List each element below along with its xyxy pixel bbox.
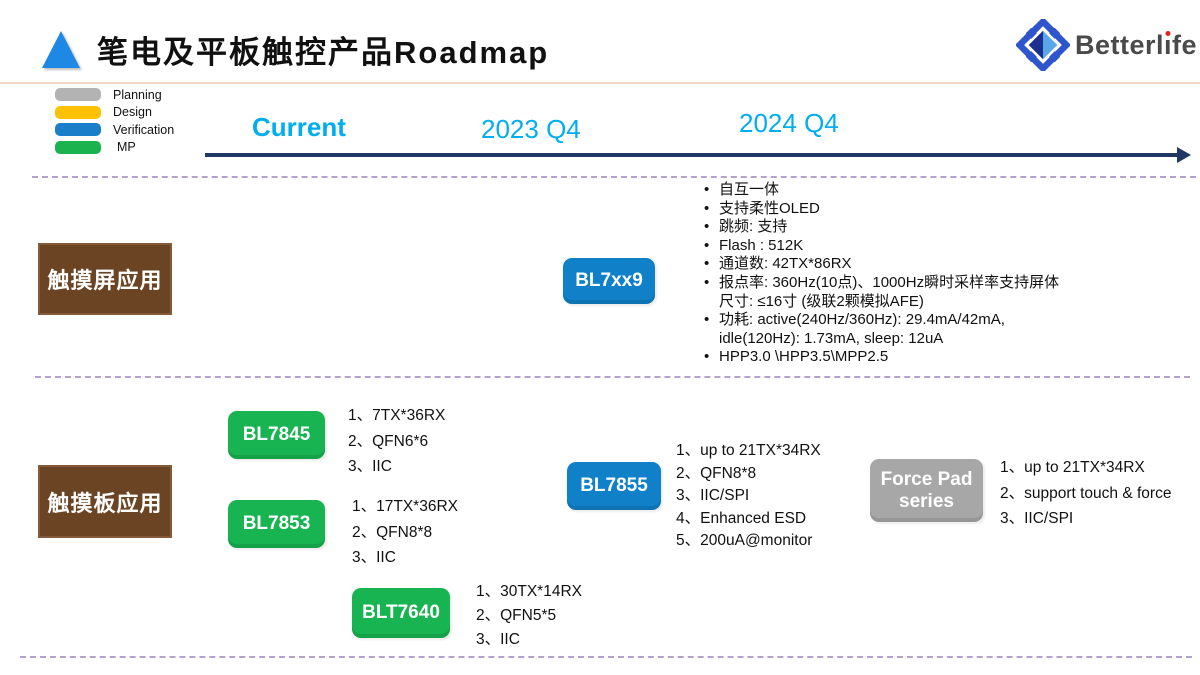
spec-item: 3、IIC: [476, 631, 520, 648]
spec-list-bl7853: 1、17TX*36RX 2、QFN8*8 3、IIC: [352, 494, 458, 571]
legend-label-mp: MP: [117, 140, 136, 154]
brand-logo: Betterlıfe: [1016, 19, 1197, 71]
legend-item-verification: Verification: [55, 122, 175, 137]
spec-item: 1、17TX*36RX: [352, 498, 458, 515]
spec-item: 1、30TX*14RX: [476, 583, 582, 600]
spec-item: 自互一体: [700, 181, 1112, 200]
row-divider-top: [32, 176, 1196, 178]
spec-item: 5、200uA@monitor: [676, 532, 813, 549]
brand-name-suffix: fe: [1172, 29, 1198, 60]
spec-list-force-pad: 1、up to 21TX*34RX 2、support touch & forc…: [1000, 455, 1171, 532]
brand-name: Betterlıfe: [1075, 30, 1197, 61]
brand-name-prefix: Betterl: [1075, 29, 1165, 60]
product-chip-blt7640: BLT7640: [352, 588, 450, 638]
product-chip-bl7853: BL7853: [228, 500, 325, 548]
row-label-touchpad: 触摸板应用: [38, 465, 172, 538]
spec-item: 功耗: active(240Hz/360Hz): 29.4mA/42mA, id…: [700, 311, 1112, 348]
spec-list-bl7845: 1、7TX*36RX 2、QFN6*6 3、IIC: [348, 403, 445, 480]
legend-label-design: Design: [113, 105, 152, 119]
timeline-label-current: Current: [252, 112, 346, 142]
spec-item: Flash : 512K: [700, 237, 1112, 256]
spec-item: 3、IIC/SPI: [1000, 510, 1074, 527]
spec-list-bl7855: 1、up to 21TX*34RX 2、QFN8*8 3、IIC/SPI 4、E…: [676, 440, 821, 553]
spec-item: 支持柔性OLED: [700, 200, 1112, 219]
product-chip-force-pad-series: Force Pad series: [870, 459, 983, 522]
legend-swatch-planning: [55, 88, 101, 101]
spec-item: 2、QFN8*8: [352, 523, 433, 541]
spec-item: 2、support touch & force: [1000, 484, 1172, 502]
timeline-axis-arrow: [205, 147, 1191, 163]
spec-item: 4、Enhanced ESD: [676, 509, 807, 527]
timeline-label-2024-q4: 2024 Q4: [739, 108, 839, 138]
row-divider-bottom: [20, 656, 1192, 658]
spec-item: 3、IIC: [352, 549, 396, 566]
spec-item: 3、IIC: [348, 458, 392, 475]
timeline-label-2023-q4: 2023 Q4: [481, 114, 581, 144]
spec-item: HPP3.0 \HPP3.5\MPP2.5: [700, 348, 1112, 367]
spec-item: 跳频: 支持: [700, 218, 1112, 237]
legend-label-planning: Planning: [113, 87, 162, 102]
spec-list-blt7640: 1、30TX*14RX 2、QFN5*5 3、IIC: [476, 580, 582, 652]
spec-item: 2、QFN6*6: [348, 432, 429, 450]
betterlife-logo-icon: [1016, 19, 1070, 71]
product-chip-bl7855: BL7855: [567, 462, 661, 510]
product-chip-bl7845: BL7845: [228, 411, 325, 459]
slide-bullet-triangle-icon: [42, 31, 80, 68]
spec-item: 1、up to 21TX*34RX: [1000, 459, 1145, 476]
page-title: 笔电及平板触控产品Roadmap: [97, 35, 550, 70]
legend-item-planning: Planning: [55, 87, 174, 102]
spec-item: 报点率: 360Hz(10点)、1000Hz瞬时采样率支持屏体 尺寸: ≤16寸…: [700, 274, 1112, 311]
row-label-touchscreen: 触摸屏应用: [38, 243, 172, 315]
legend-item-mp: MP: [55, 140, 174, 154]
spec-item: 通道数: 42TX*86RX: [700, 255, 1112, 274]
stage-legend: Planning Design Verification MP: [55, 88, 174, 158]
legend-label-verification: Verification: [113, 122, 175, 137]
legend-swatch-mp: [55, 140, 101, 154]
spec-item: 3、IIC/SPI: [676, 487, 750, 504]
spec-item: 2、QFN5*5: [476, 607, 557, 624]
legend-swatch-design: [55, 105, 101, 119]
brand-letter-i: ı: [1164, 29, 1173, 60]
spec-list-bl7xx9: 自互一体 支持柔性OLED 跳频: 支持 Flash : 512K 通道数: 4…: [700, 181, 1112, 367]
spec-item: 1、up to 21TX*34RX: [676, 442, 821, 459]
row-divider-middle: [35, 376, 1190, 378]
legend-swatch-verification: [55, 123, 101, 136]
spec-item: 1、7TX*36RX: [348, 407, 446, 424]
product-chip-bl7xx9: BL7xx9: [563, 258, 655, 304]
spec-item: 2、QFN8*8: [676, 464, 757, 482]
header-divider: [0, 82, 1200, 84]
legend-item-design: Design: [55, 105, 174, 119]
